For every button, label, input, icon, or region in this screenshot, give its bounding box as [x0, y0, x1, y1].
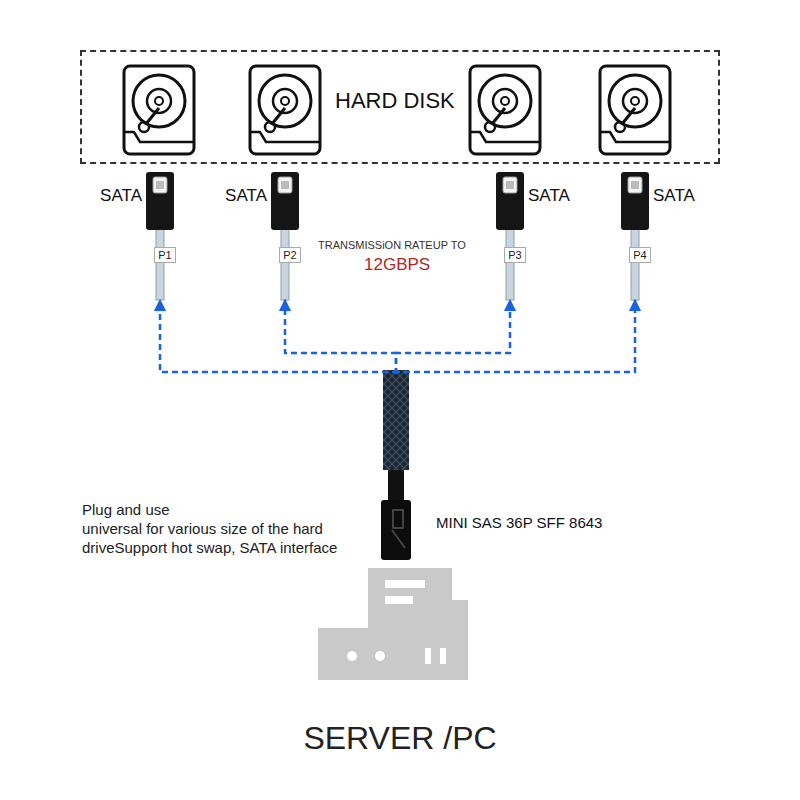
port-tag: P4 — [629, 247, 650, 263]
rate-value: 12GBPS — [364, 255, 430, 274]
port-label: SATA — [653, 186, 695, 206]
port-tag: P1 — [154, 247, 175, 263]
port-label: SATA — [100, 186, 142, 206]
server-label: SERVER /PC — [303, 720, 496, 757]
mini-sas-cable — [381, 370, 411, 560]
sata-cable-end: SATAP1 — [140, 172, 180, 300]
rate-note: TRANSMISSiON RATEUP TO — [318, 236, 466, 255]
dashed-arrow — [285, 300, 396, 374]
dashed-enclosure: HARD DISK — [80, 50, 720, 164]
port-tag: P2 — [279, 247, 300, 263]
dashed-arrow — [160, 300, 396, 374]
connector-label: MINI SAS 36P SFF 8643 — [436, 514, 602, 531]
dashed-arrow — [396, 300, 510, 374]
feature-note: Plug and use — [82, 500, 170, 519]
server-box: SERVER /PC — [300, 560, 500, 770]
sata-cable-end: SATAP2 — [265, 172, 305, 300]
server-icon — [318, 568, 468, 680]
title-label: HARD DISK — [335, 88, 455, 114]
sata-cable-end: SATAP4 — [615, 172, 655, 300]
sata-cable-end: SATAP3 — [490, 172, 530, 300]
port-label: SATA — [528, 186, 570, 206]
port-label: SATA — [225, 186, 267, 206]
mini-sas-connector: MINI SAS 36P SFF 8643 — [381, 374, 411, 560]
dashed-arrow — [396, 300, 635, 374]
port-tag: P3 — [504, 247, 525, 263]
feature-note: universal for various size of the hard d… — [82, 519, 370, 557]
